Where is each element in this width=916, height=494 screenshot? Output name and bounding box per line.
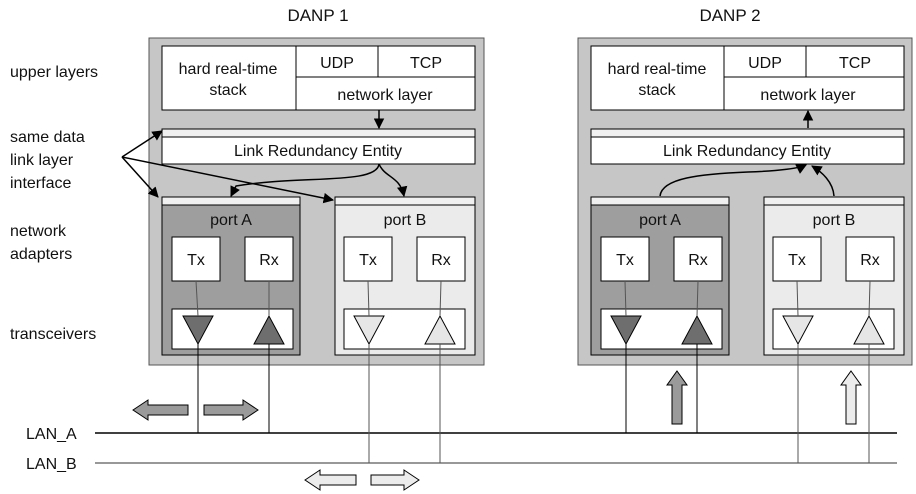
danp2-port-a-rx: Rx [688,252,708,269]
danp2-port-b-rx: Rx [860,252,880,269]
danp1-lre-to-port-b-arrow [378,163,408,198]
danp1-udp: UDP [320,55,354,72]
danp2-port-b: port B Tx Rx [763,196,905,356]
danp1-lre-label: Link Redundancy Entity [234,143,402,160]
danp2-port-b-incoming-arrow [840,370,862,425]
same-data-link-label-line2: link layer [10,152,74,169]
danp2-port-a-label: port A [639,212,681,229]
danp2-port-a-to-lre-arrow [659,164,807,197]
danp1-lre [161,136,476,165]
danp1-port-a-tx: Tx [187,252,205,269]
danp2-node: DANP 2 hard real-time stack UDP TCP netw… [577,6,913,366]
danp1-network-layer: network layer [337,87,433,104]
danp1-node: DANP 1 hard real-time stack UDP TCP netw… [148,6,485,366]
interface-pointer-arrows [121,130,335,204]
same-data-link-label-line3: interface [10,175,71,192]
danp1-port-a: port A Tx Rx [161,196,301,356]
danp1-hard-rt-line1: hard real-time [179,61,278,78]
danp1-upper-stack [161,45,476,111]
transceiver-drop-lines [197,344,870,463]
lan-b-label: LAN_B [26,456,77,473]
lan-b-left-arrow [304,469,357,491]
danp1-port-b: port B Tx Rx [334,196,476,356]
danp2-port-b-tx: Tx [788,252,806,269]
danp2-title: DANP 2 [699,6,760,25]
danp1-lre-to-port-a-arrow [230,163,380,197]
danp1-port-a-label: port A [210,212,252,229]
lan-a-label: LAN_A [26,426,77,443]
danp2-port-a-incoming-arrow [666,370,688,425]
danp2-lre [590,136,905,165]
lan-b-right-arrow [370,469,420,491]
danp1-title: DANP 1 [287,6,348,25]
danp1-port-b-rx: Rx [431,252,451,269]
danp1-hard-rt-line2: stack [209,82,247,99]
danp1-port-b-tx: Tx [359,252,377,269]
danp2-port-a: port A Tx Rx [590,196,730,356]
lan-a: LAN_A [26,426,897,443]
lan-a-left-arrow [132,399,189,421]
upper-layers-label: upper layers [10,64,98,81]
danp1-port-a-rx: Rx [259,252,279,269]
danp2-port-b-label: port B [813,212,856,229]
danp1-port-b-label: port B [384,212,427,229]
lan-a-right-arrow [203,399,259,421]
danp2-network-layer: network layer [760,87,856,104]
frame-flow-arrows [132,370,862,491]
danp2-tcp: TCP [839,55,871,72]
danp2-hard-rt-line2: stack [638,82,676,99]
layer-labels: upper layers same data link layer interf… [10,64,98,343]
danp2-hard-rt-line1: hard real-time [608,61,707,78]
same-data-link-label-line1: same data [10,129,85,146]
danp2-udp: UDP [748,55,782,72]
danp2-port-b-to-lre-arrow [811,165,835,197]
transceivers-label: transceivers [10,326,96,343]
danp2-lre-label: Link Redundancy Entity [663,143,831,160]
danp1-tcp: TCP [410,55,442,72]
network-adapters-label-line2: adapters [10,246,72,263]
danp2-upper-stack [590,45,905,111]
network-adapters-label-line1: network [10,223,67,240]
danp2-port-a-tx: Tx [616,252,634,269]
lan-b: LAN_B [26,456,897,473]
